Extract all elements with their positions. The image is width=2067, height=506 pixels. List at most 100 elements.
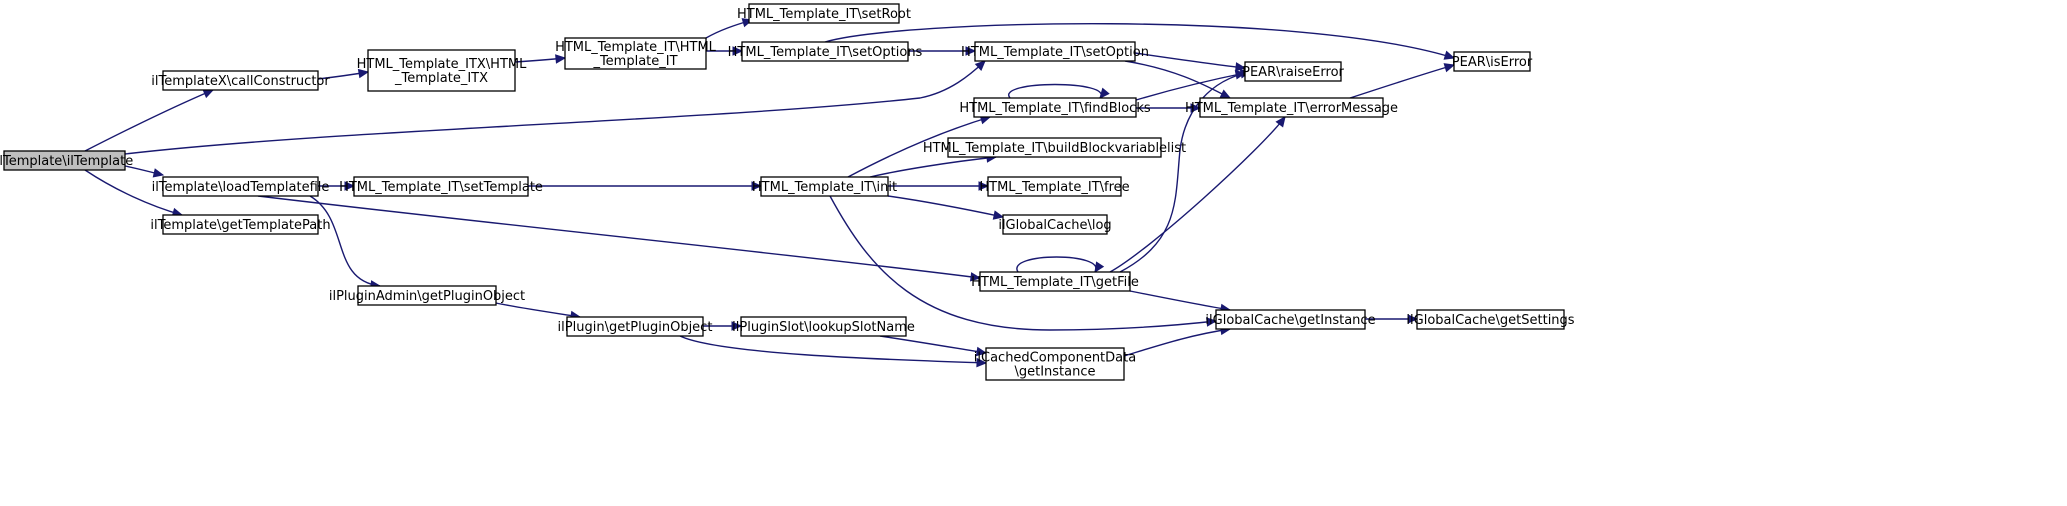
edge-n0-to-n12	[124, 165, 165, 178]
edge-n0-to-n1	[84, 89, 215, 152]
edge-line	[1109, 116, 1286, 273]
node-label: _Template_ITX	[394, 71, 488, 86]
node-label: ilPluginSlot\lookupSlotName	[732, 320, 915, 335]
node-box	[564, 37, 707, 70]
edge-n13-to-n14	[528, 181, 763, 191]
graph-node[interactable]: PEAR\isError	[1452, 51, 1533, 72]
edge-line	[84, 169, 183, 216]
graph-node[interactable]: HTML_Template_IT\setRoot	[737, 3, 911, 24]
graph-node[interactable]: ilGlobalCache\getSettings	[1406, 309, 1575, 330]
node-label: HTML_Template_IT\free	[979, 180, 1129, 195]
node-label: ilGlobalCache\getInstance	[1205, 313, 1375, 328]
node-box	[162, 70, 319, 91]
edge-line	[879, 335, 987, 354]
arrowhead	[1219, 89, 1232, 99]
graph-node[interactable]: HTML_Template_IT\init	[752, 176, 897, 197]
node-box	[1416, 309, 1565, 330]
edge-line	[1119, 71, 1251, 273]
node-label: HTML_Template_IT\buildBlockvariablelist	[923, 141, 1186, 156]
edge-line	[84, 89, 214, 152]
arrowhead	[1206, 317, 1218, 327]
graph-node[interactable]: PEAR\raiseError	[1242, 61, 1345, 82]
node-label: HTML_Template_IT\getFile	[971, 275, 1139, 290]
arrowhead	[974, 60, 986, 71]
edge-n1-to-n2	[317, 68, 370, 80]
graph-node[interactable]: HTML_Template_IT\buildBlockvariablelist	[923, 137, 1186, 158]
arrowhead	[732, 46, 744, 56]
edge-n18-to-n23	[1129, 290, 1232, 314]
node-box	[973, 97, 1137, 118]
edge-n9-to-n9	[1008, 83, 1110, 99]
edge-n21-to-n22	[879, 335, 988, 357]
node-box	[741, 41, 909, 62]
edge-line	[847, 116, 991, 178]
graph-node[interactable]: HTML_Template_IT\HTML_Template_IT	[555, 37, 717, 70]
node-label: \getInstance	[1014, 365, 1095, 380]
edge-n23-to-n24	[1365, 314, 1419, 324]
graph-node[interactable]: HTML_Template_IT\findBlocks	[959, 97, 1151, 118]
graph-node[interactable]: HTML_Template_ITX\HTML_Template_ITX	[357, 49, 527, 92]
node-label: _Template_IT	[592, 54, 677, 69]
edge-line	[824, 23, 1455, 59]
edge-line	[1135, 72, 1246, 101]
edge-line	[309, 195, 381, 287]
arrowhead	[965, 46, 977, 56]
edge-line	[679, 335, 987, 364]
edge-line	[887, 195, 1004, 218]
arrowhead	[1099, 87, 1110, 99]
graph-node[interactable]: HTML_Template_IT\setOption	[961, 41, 1149, 62]
node-label: HTML_Template_IT\HTML	[555, 40, 717, 55]
edge-line	[1349, 64, 1455, 99]
node-label: HTML_Template_IT\findBlocks	[959, 101, 1150, 116]
node-label: HTML_Template_IT\setOptions	[728, 45, 923, 60]
node-label: ilCachedComponentData	[974, 351, 1136, 366]
node-box	[566, 316, 704, 337]
node-label: PEAR\raiseError	[1242, 65, 1344, 80]
graph-node[interactable]: HTML_Template_IT\errorMessage	[1185, 97, 1398, 118]
graph-node[interactable]: HTML_Template_IT\getFile	[971, 271, 1139, 292]
arrowhead	[992, 210, 1005, 220]
edge-n22-to-n23	[1123, 325, 1232, 357]
edge-line	[829, 195, 1217, 331]
graph-node[interactable]: ilPluginSlot\lookupSlotName	[732, 316, 915, 337]
graph-node[interactable]: ilPluginAdmin\getPluginObject	[329, 285, 525, 306]
graph-node[interactable]: HTML_Template_IT\setTemplate	[339, 176, 543, 197]
node-label: HTML_Template_IT\errorMessage	[1185, 101, 1398, 116]
node-label: PEAR\isError	[1452, 55, 1533, 70]
edge-line	[124, 60, 986, 155]
graph-node[interactable]: HTML_Template_IT\free	[979, 176, 1130, 197]
edge-n6-to-n8	[1134, 52, 1247, 72]
graph-node[interactable]: ilTemplate\loadTemplatefile	[152, 176, 330, 197]
graph-node[interactable]: ilCachedComponentData\getInstance	[974, 347, 1136, 381]
arrowhead	[555, 54, 567, 64]
edge-line	[1134, 52, 1246, 69]
node-box	[974, 41, 1136, 62]
arrowhead	[975, 346, 988, 357]
node-label: HTML_Template_ITX\HTML	[357, 57, 527, 72]
edge-n10-to-n7	[1349, 63, 1456, 99]
node-label: ilGlobalCache\log	[998, 218, 1111, 233]
nodes-layer: ilTemplate\ilTemplate ilTemplateX\callCon…	[0, 3, 1575, 381]
edge-n3-to-n5	[706, 46, 744, 56]
graph-node[interactable]: ilTemplate\getTemplatePath	[150, 214, 331, 235]
node-box	[162, 214, 319, 235]
node-box	[367, 49, 516, 92]
arrowhead	[751, 181, 763, 191]
graph-node[interactable]: HTML_Template_IT\setOptions	[728, 41, 923, 62]
node-box	[985, 347, 1125, 381]
graph-node[interactable]: ilPlugin\getPluginObject	[558, 316, 713, 337]
graph-node[interactable]: ilGlobalCache\log	[998, 214, 1112, 235]
node-label: ilPlugin\getPluginObject	[558, 320, 713, 335]
edge-n14-to-n15	[888, 181, 990, 191]
arrowhead	[1094, 261, 1105, 274]
graph-node[interactable]: ilGlobalCache\getInstance	[1205, 309, 1376, 330]
graph-node[interactable]: ilTemplateX\callConstructor	[151, 70, 330, 91]
edge-n12-to-n13	[318, 181, 356, 191]
graph-node[interactable]: ilTemplate\ilTemplate	[0, 150, 133, 171]
edge-n2-to-n3	[514, 54, 567, 64]
node-box	[760, 176, 889, 197]
node-box	[1215, 309, 1366, 330]
edge-line	[869, 156, 997, 178]
edge-line	[1123, 328, 1231, 357]
arrowhead	[1443, 50, 1456, 60]
